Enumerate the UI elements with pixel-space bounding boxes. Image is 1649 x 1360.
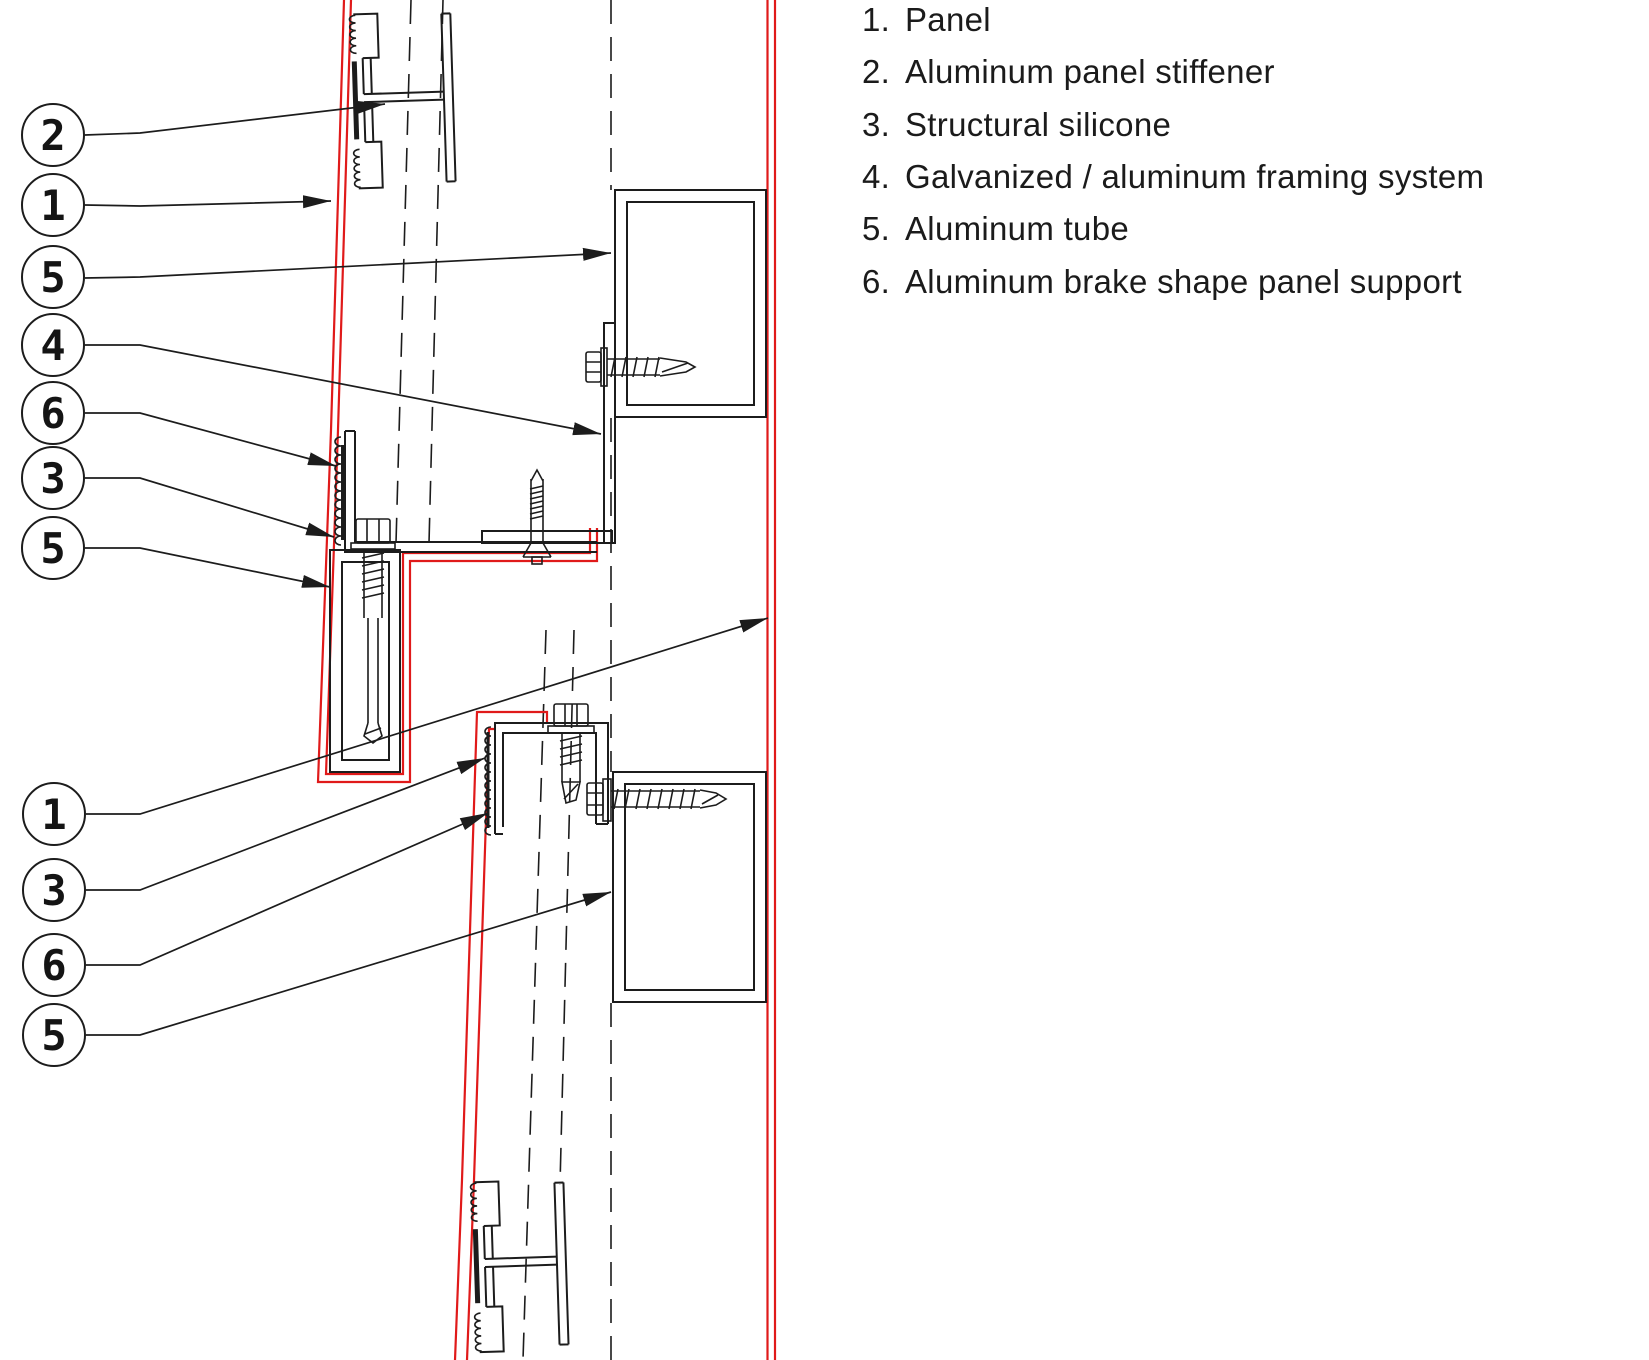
callout-bubble-tube-middle: 5 bbox=[21, 516, 85, 580]
callout-bubble-silicone-bottom: 3 bbox=[22, 858, 86, 922]
screw-lower-vertical bbox=[547, 703, 595, 805]
upper-brake-shape-support bbox=[334, 430, 597, 553]
upper-aluminum-tube bbox=[614, 189, 767, 418]
callout-leaders bbox=[84, 100, 769, 1036]
callout-number: 6 bbox=[41, 940, 67, 990]
legend-item-brake-support: 6. Aluminum brake shape panel support bbox=[862, 255, 1484, 307]
structural-silicone-coil bbox=[484, 726, 492, 836]
legend-item-number: 1. bbox=[862, 1, 891, 39]
callout-bubble-bracket-bottom: 6 bbox=[22, 933, 86, 997]
callout-number: 4 bbox=[40, 320, 66, 370]
legend-item-label: Galvanized / aluminum framing system bbox=[905, 158, 1485, 196]
legend-item-framing: 4. Galvanized / aluminum framing system bbox=[862, 151, 1484, 203]
legend-item-label: Aluminum tube bbox=[905, 210, 1130, 248]
legend-item-label: Aluminum brake shape panel support bbox=[905, 262, 1462, 300]
structural-silicone-coil bbox=[469, 1182, 478, 1222]
callout-number: 5 bbox=[40, 252, 66, 302]
callout-number: 5 bbox=[40, 523, 66, 573]
callout-number: 5 bbox=[41, 1010, 67, 1060]
legend-item-silicone: 3. Structural silicone bbox=[862, 99, 1484, 151]
lower-brake-shape-support bbox=[484, 722, 612, 836]
legend-item-panel: 1. Panel bbox=[862, 0, 1484, 46]
centerlines-dashed bbox=[395, 0, 612, 1360]
structural-silicone-coil bbox=[334, 436, 342, 546]
lower-aluminum-tube bbox=[612, 771, 767, 1003]
legend-item-number: 4. bbox=[862, 158, 891, 196]
structural-silicone-coil bbox=[473, 1312, 482, 1352]
lower-panel-outline bbox=[453, 710, 549, 1360]
silicone-bond-line bbox=[351, 61, 360, 140]
callout-bubble-stiffener: 2 bbox=[21, 103, 85, 167]
upper-panel-outline bbox=[316, 0, 599, 784]
legend-item-number: 3. bbox=[862, 105, 891, 143]
silicone-bond-line bbox=[472, 1229, 481, 1304]
callout-number: 6 bbox=[40, 388, 66, 438]
callout-bubble-tube-top: 5 bbox=[21, 245, 85, 309]
screw-upper-horizontal bbox=[585, 347, 697, 387]
callout-number: 1 bbox=[40, 180, 66, 230]
callout-number: 1 bbox=[41, 789, 67, 839]
bolt-middle-tube bbox=[350, 518, 396, 745]
screw-countersunk bbox=[522, 468, 552, 565]
legend-item-number: 6. bbox=[862, 262, 891, 300]
legend: 1. Panel 2. Aluminum panel stiffener 3. … bbox=[862, 0, 1484, 308]
callout-bubble-framing: 4 bbox=[21, 313, 85, 377]
legend-item-stiffener: 2. Aluminum panel stiffener bbox=[862, 46, 1484, 98]
legend-item-tube: 5. Aluminum tube bbox=[862, 203, 1484, 255]
opposite-panel-face bbox=[766, 0, 777, 1360]
callout-bubble-silicone-top: 3 bbox=[21, 446, 85, 510]
callout-number: 2 bbox=[40, 110, 66, 160]
structural-silicone-coil bbox=[352, 148, 361, 189]
legend-item-number: 5. bbox=[862, 210, 891, 248]
lower-panel-stiffener bbox=[469, 1180, 570, 1354]
legend-item-label: Panel bbox=[905, 1, 991, 39]
screw-lower-horizontal bbox=[586, 782, 728, 816]
middle-aluminum-tube bbox=[329, 549, 401, 773]
structural-silicone-coil bbox=[348, 14, 357, 55]
legend-item-number: 2. bbox=[862, 53, 891, 91]
callout-number: 3 bbox=[40, 453, 66, 503]
callout-bubble-panel-bottom: 1 bbox=[22, 782, 86, 846]
upper-panel-stiffener bbox=[348, 12, 457, 190]
callout-bubble-bracket-top: 6 bbox=[21, 381, 85, 445]
callout-bubble-panel-top: 1 bbox=[21, 173, 85, 237]
legend-item-label: Structural silicone bbox=[905, 105, 1172, 143]
callout-bubble-tube-bottom: 5 bbox=[22, 1003, 86, 1067]
callout-number: 3 bbox=[41, 865, 67, 915]
legend-item-label: Aluminum panel stiffener bbox=[905, 53, 1275, 91]
silicone-bond-line bbox=[341, 445, 344, 540]
